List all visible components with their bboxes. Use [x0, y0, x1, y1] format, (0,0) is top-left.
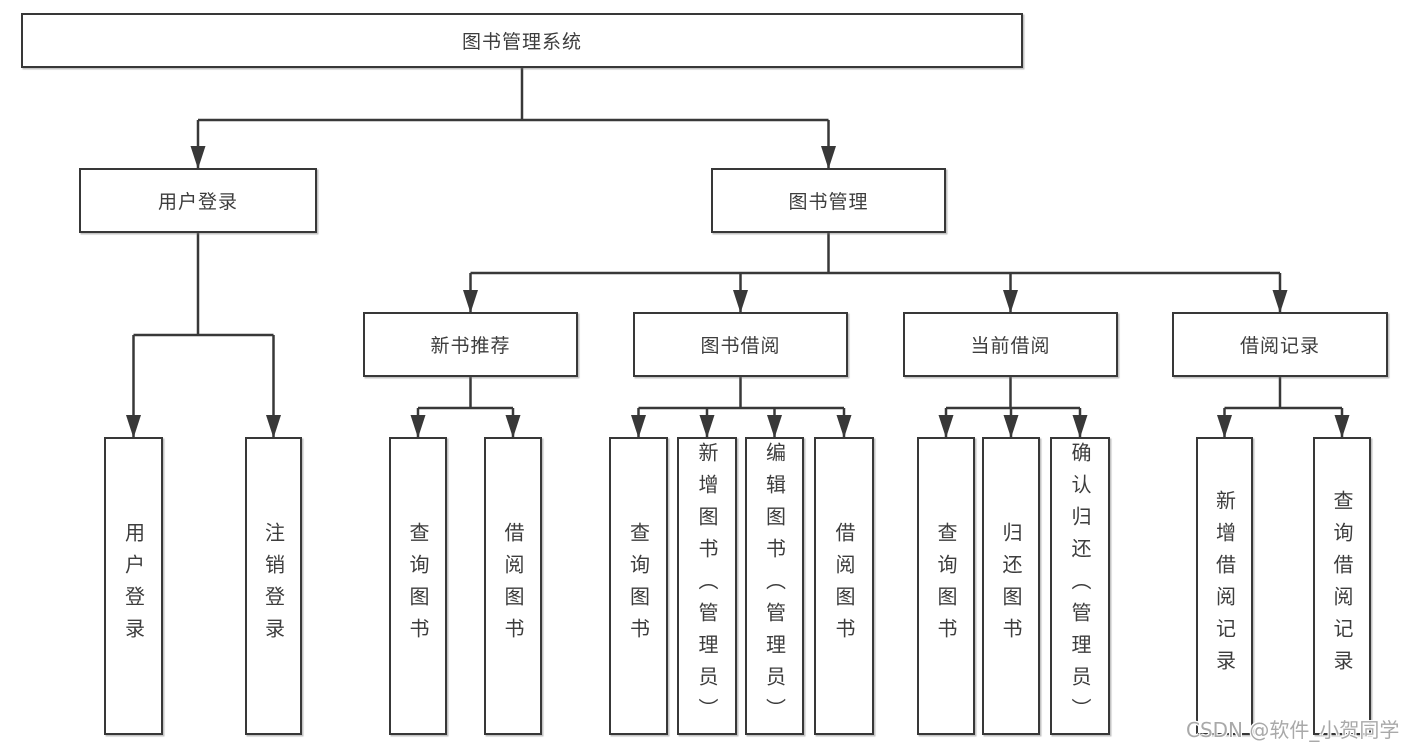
node-label: 用户登录: [157, 191, 238, 213]
node-leaf-cb-query: 查询图书: [917, 437, 975, 735]
node-leaf-logout: 注销登录: [245, 437, 302, 735]
node-label: 图书管理系统: [461, 31, 582, 53]
node-book-mgmt: 图书管理: [711, 168, 946, 233]
node-book-borrow: 图书借阅: [633, 312, 848, 377]
node-leaf-br-query: 查询借阅记录: [1313, 437, 1371, 735]
node-label: 新书推荐: [430, 335, 511, 357]
node-leaf-cb-return: 归还图书: [982, 437, 1040, 735]
node-label: 借阅记录: [1239, 335, 1320, 357]
node-label: 借阅图书: [501, 522, 525, 650]
node-label: 新增图书（管理员）: [695, 442, 719, 730]
node-leaf-bb-query: 查询图书: [609, 437, 668, 735]
node-leaf-nb-query: 查询图书: [389, 437, 447, 735]
node-label: 查询图书: [934, 522, 958, 650]
node-label: 编辑图书（管理员）: [762, 442, 787, 730]
node-label: 确认归还（管理员）: [1068, 442, 1092, 730]
node-new-book-rec: 新书推荐: [363, 312, 578, 377]
node-leaf-br-add: 新增借阅记录: [1196, 437, 1253, 735]
node-label: 新增借阅记录: [1212, 490, 1237, 682]
watermark: CSDN @软件_小贺同学: [1186, 718, 1400, 742]
node-leaf-nb-borrow: 借阅图书: [484, 437, 542, 735]
node-label: 当前借阅: [970, 335, 1051, 357]
node-leaf-bb-borrow: 借阅图书: [814, 437, 874, 735]
node-label: 用户登录: [121, 522, 146, 650]
node-leaf-user-login: 用户登录: [104, 437, 163, 735]
node-label: 图书借阅: [700, 335, 781, 357]
node-user-login: 用户登录: [79, 168, 317, 233]
node-leaf-bb-edit: 编辑图书（管理员）: [745, 437, 804, 735]
node-label: 查询图书: [626, 522, 651, 650]
node-label: 归还图书: [999, 522, 1023, 650]
node-leaf-cb-confirm: 确认归还（管理员）: [1050, 437, 1110, 735]
node-current-borrow: 当前借阅: [903, 312, 1118, 377]
node-label: 注销登录: [261, 522, 286, 650]
node-root: 图书管理系统: [21, 13, 1023, 68]
node-label: 查询借阅记录: [1330, 490, 1354, 682]
node-label: 图书管理: [788, 191, 869, 213]
node-borrow-record: 借阅记录: [1172, 312, 1388, 377]
node-leaf-bb-add: 新增图书（管理员）: [677, 437, 737, 735]
node-label: 查询图书: [406, 522, 430, 650]
node-label: 借阅图书: [832, 522, 856, 650]
